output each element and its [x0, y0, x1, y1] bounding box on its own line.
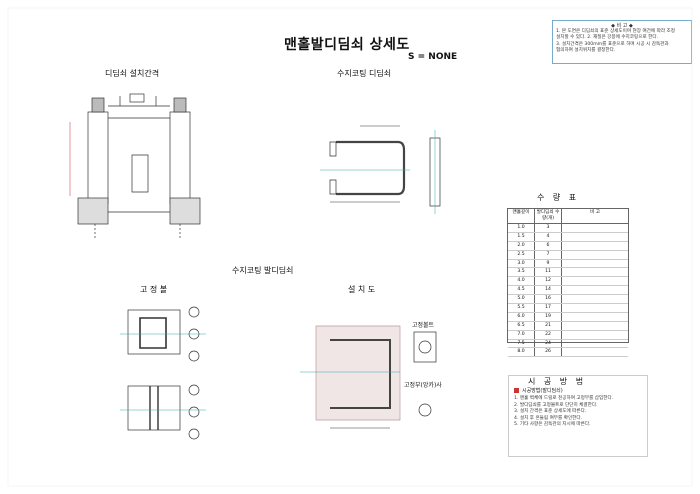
table-cell: 3 — [535, 224, 562, 232]
method-subtitle: 시공방법(발디딤쇠) — [522, 388, 563, 394]
table-cell: 7 — [535, 250, 562, 259]
table-cell — [562, 233, 628, 241]
notes-line: 설치할 수 있다. 2. 재질은 강봉에 수지코팅으로 한다. — [556, 35, 659, 41]
install-drawing — [300, 325, 437, 429]
method-line: 3. 설치 간격은 표준 상세도에 따른다. — [514, 409, 587, 415]
section-fixing-title: 고 정 볼 — [140, 285, 168, 294]
table-cell — [562, 313, 628, 321]
method-line: 5. 기타 사항은 감독관의 지시에 따른다. — [514, 422, 591, 428]
label-fix-bolt: 고정볼트 — [412, 322, 435, 329]
method-box: 시공방법(발디딤쇠) 1. 맨홀 벽체에 드릴로 천공하여 고정부를 삽입한다.… — [508, 375, 648, 457]
section-install-title: 설 치 도 — [348, 285, 376, 294]
table-cell — [562, 277, 628, 285]
table-cell: 1.5 — [508, 232, 535, 241]
notes-line: 3. 설치간격은 300mm를 표준으로 하며 시공 시 감독관과 — [556, 41, 669, 47]
table-cell — [562, 224, 628, 232]
table-cell — [562, 322, 628, 330]
table-cell: 5.0 — [508, 295, 535, 304]
table-cell: 8.0 — [508, 348, 535, 357]
table-cell: 4 — [535, 232, 562, 241]
drawing-scale: S = NONE — [408, 52, 458, 62]
table-cell: 24 — [535, 339, 562, 348]
table-cell: 21 — [535, 321, 562, 330]
table-cell: 19 — [535, 312, 562, 321]
table-cell: 1.0 — [508, 224, 535, 232]
table-cell: 2.5 — [508, 250, 535, 259]
table-cell — [562, 251, 628, 259]
table-header: 맨홀깊이 — [508, 209, 535, 223]
table-cell: 9 — [535, 259, 562, 268]
drawing-title: 맨홀발디딤쇠 상세도 — [284, 37, 410, 53]
label-anchor: 고정부(앙카)사 — [404, 382, 442, 389]
table-cell: 26 — [535, 348, 562, 357]
quantity-title: 수 량 표 — [537, 193, 580, 202]
table-cell — [562, 340, 628, 348]
table-cell: 6 — [535, 241, 562, 250]
table-cell: 2.0 — [508, 241, 535, 250]
section-resin-rung-title: 수지코팅 발디딤쇠 — [232, 266, 294, 275]
method-title: 시 공 방 법 — [528, 377, 587, 386]
table-cell: 16 — [535, 295, 562, 304]
table-cell — [562, 295, 628, 303]
table-cell: 17 — [535, 304, 562, 312]
table-cell: 7.0 — [508, 330, 535, 339]
table-cell: 6.0 — [508, 312, 535, 321]
table-header: 발디딤쇠 수량(개) — [535, 209, 562, 223]
table-cell: 6.5 — [508, 321, 535, 330]
table-cell: 14 — [535, 286, 562, 295]
notes-line: 1. 본 도면은 디딤쇠의 표준 상세도이며 현장 여건에 따라 조정 — [556, 29, 675, 35]
table-cell — [562, 304, 628, 312]
fixing-drawing — [120, 306, 206, 440]
table-header: 비 고 — [590, 210, 600, 215]
bullet-icon — [514, 388, 519, 393]
spacing-drawing — [69, 93, 201, 240]
notes-title: ◆ 비 고 ◆ — [611, 23, 633, 29]
notes-box: ◆ 비 고 ◆ 1. 본 도면은 디딤쇠의 표준 상세도이며 현장 여건에 따라… — [552, 20, 692, 64]
section-spacing-title: 디딤쇠 설치간격 — [105, 69, 160, 78]
table-cell — [562, 268, 628, 276]
table-cell — [562, 260, 628, 268]
table-cell — [562, 286, 628, 294]
table-cell: 4.5 — [508, 286, 535, 295]
table-cell: 12 — [535, 277, 562, 286]
table-cell: 7.5 — [508, 339, 535, 348]
resin-rung-drawing — [320, 125, 441, 214]
table-cell: 5.5 — [508, 304, 535, 312]
table-cell: 4.0 — [508, 277, 535, 286]
table-cell: 22 — [535, 330, 562, 339]
table-cell — [562, 331, 628, 339]
method-line: 4. 설치 후 흔들림 여부를 확인한다. — [514, 415, 583, 421]
notes-line: 협의하여 설치위치를 결정한다. — [556, 47, 616, 53]
section-resin-title: 수지코팅 디딤쇠 — [337, 69, 392, 78]
method-line: 2. 발디딤쇠를 고정볼트로 단단히 체결한다. — [514, 402, 598, 408]
method-line: 1. 맨홀 벽체에 드릴로 천공하여 고정부를 삽입한다. — [514, 396, 614, 402]
table-cell — [562, 242, 628, 250]
table-cell: 3.5 — [508, 268, 535, 277]
table-cell: 11 — [535, 268, 562, 277]
table-cell: 3.0 — [508, 259, 535, 268]
table-cell — [562, 348, 628, 356]
